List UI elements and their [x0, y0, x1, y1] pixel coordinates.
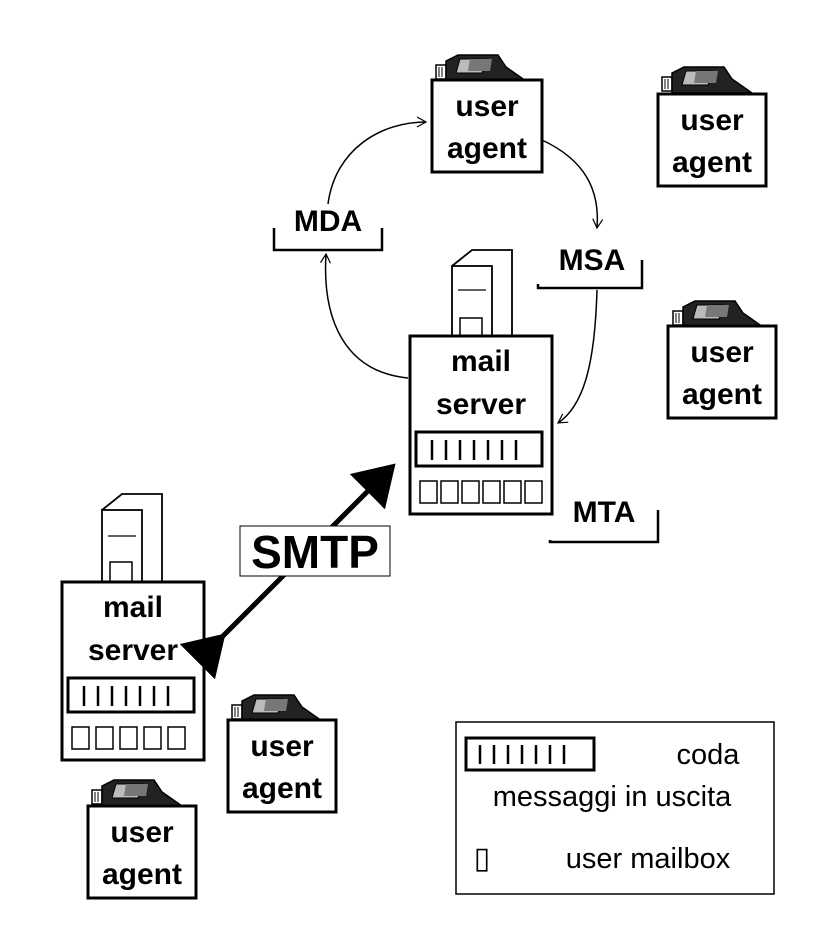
outgoing-queue — [414, 430, 544, 468]
outgoing-queue — [66, 676, 196, 714]
user-agent-box — [430, 78, 544, 174]
smtp-label-box — [239, 525, 391, 577]
user-agent-label-line2: agent — [447, 132, 527, 165]
mail-server-box — [408, 334, 554, 516]
arrow-user-agent-to-msa — [541, 139, 604, 230]
smtp-connection: SMTP — [179, 463, 396, 680]
user-agent-box — [666, 324, 778, 420]
legend-queue-symbol — [464, 736, 596, 772]
smtp-label: SMTP — [251, 526, 379, 578]
legend-queue-label-line2: messaggi in uscita — [493, 781, 732, 813]
svg-text:MSA: MSA — [559, 244, 626, 277]
user-agent-bottom-left: user agent — [86, 779, 198, 900]
arrow-server-to-mda — [319, 252, 409, 379]
server-tower-icon — [450, 249, 513, 337]
mail-server-lower: mail server — [60, 493, 206, 762]
mail-server-label-line2: server — [436, 388, 526, 421]
svg-text:MTA: MTA — [573, 496, 636, 529]
user-agent-box — [86, 804, 198, 900]
legend-queue-label-line1: coda — [677, 739, 741, 771]
user-agent-label-line1: user — [680, 104, 744, 137]
user-agent-label-line2: agent — [672, 146, 752, 179]
user-agent-label-line1: user — [690, 336, 754, 369]
arrow-msa-to-server — [556, 289, 598, 424]
msa-label: MSA — [536, 244, 644, 290]
mda-label: MDA — [272, 205, 384, 252]
user-agent-box — [656, 92, 768, 188]
user-mailboxes — [71, 726, 186, 750]
flow-arrows — [319, 116, 604, 424]
arrow-mda-to-user-agent — [327, 116, 428, 205]
user-agent-middle-right: user agent — [666, 300, 778, 420]
mail-server-label-line1: mail — [103, 591, 163, 624]
svg-text:MDA: MDA — [294, 205, 362, 238]
user-agent-top-right: user agent — [656, 66, 768, 188]
user-mailboxes — [419, 480, 543, 504]
user-agent-label-line2: agent — [242, 772, 322, 805]
server-tower-icon — [100, 493, 163, 583]
user-agent-label-line1: user — [455, 90, 519, 123]
legend-mailbox-symbol: ▯ — [474, 842, 491, 875]
legend-mailbox-label: user mailbox — [566, 843, 731, 875]
user-agent-label-line1: user — [110, 816, 174, 849]
mail-server-label-line2: server — [88, 634, 178, 667]
user-agent-label-line1: user — [250, 730, 314, 763]
user-agent-label-line2: agent — [102, 858, 182, 891]
mail-server-label-line1: mail — [451, 345, 511, 378]
mta-label: MTA — [548, 496, 660, 544]
legend: coda messaggi in uscita ▯ user mailbox — [455, 721, 775, 895]
user-agent-top-center: user agent — [430, 54, 544, 174]
user-agent-label-line2: agent — [682, 378, 762, 411]
mail-server-upper: mail server — [408, 249, 554, 516]
user-agent-bottom-right: user agent — [226, 694, 338, 814]
user-agent-box — [226, 718, 338, 814]
